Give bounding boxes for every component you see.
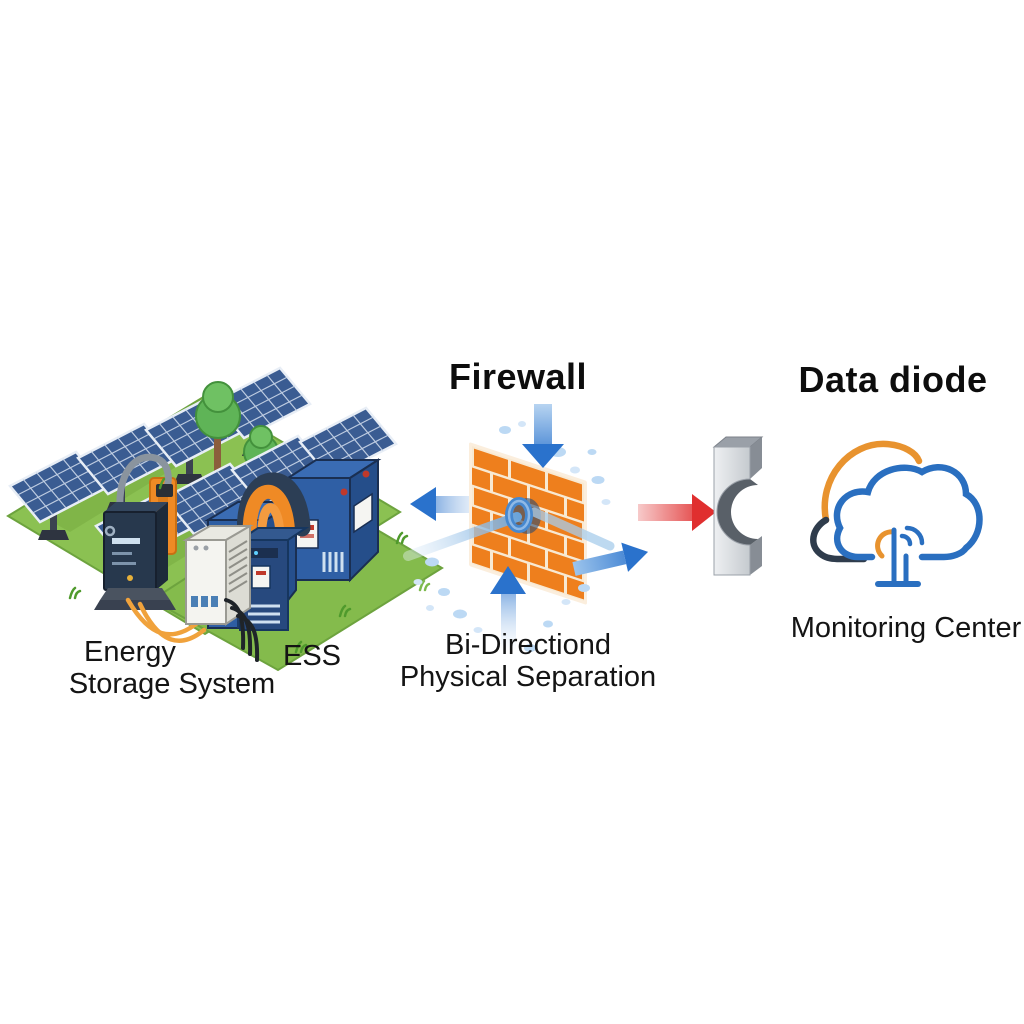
power-cables	[224, 598, 260, 662]
data-diode-block-icon	[712, 436, 764, 576]
monitoring-center-label: Monitoring Center	[790, 612, 1022, 644]
antenna-icon	[875, 525, 925, 587]
control-cabinet-icon	[182, 524, 260, 662]
speckles-front	[413, 557, 590, 652]
ess-scene	[6, 366, 444, 672]
down-arrow-icon	[522, 404, 564, 468]
dc-cables	[125, 597, 207, 643]
data-diode-title: Data diode	[798, 359, 988, 400]
pipe-icon	[403, 497, 615, 561]
energy-storage-label-line2: Storage System	[68, 668, 276, 700]
cloud-icon	[810, 440, 983, 563]
firewall-title: Firewall	[448, 356, 588, 397]
bidirectional-label-line2: Physical Separation	[399, 661, 657, 693]
outbound-arrow-icon	[572, 542, 649, 576]
inverter-cabinet-icon	[94, 453, 177, 610]
energy-storage-label-line1: Energy	[84, 636, 176, 668]
firewall-graphic	[403, 404, 716, 652]
ess-label: ESS	[282, 640, 342, 672]
red-right-arrow-icon	[638, 494, 716, 531]
up-arrow-icon	[490, 566, 526, 650]
bidirectional-label-line1: Bi-Directiond	[445, 629, 611, 661]
grass-tufts	[68, 477, 431, 654]
